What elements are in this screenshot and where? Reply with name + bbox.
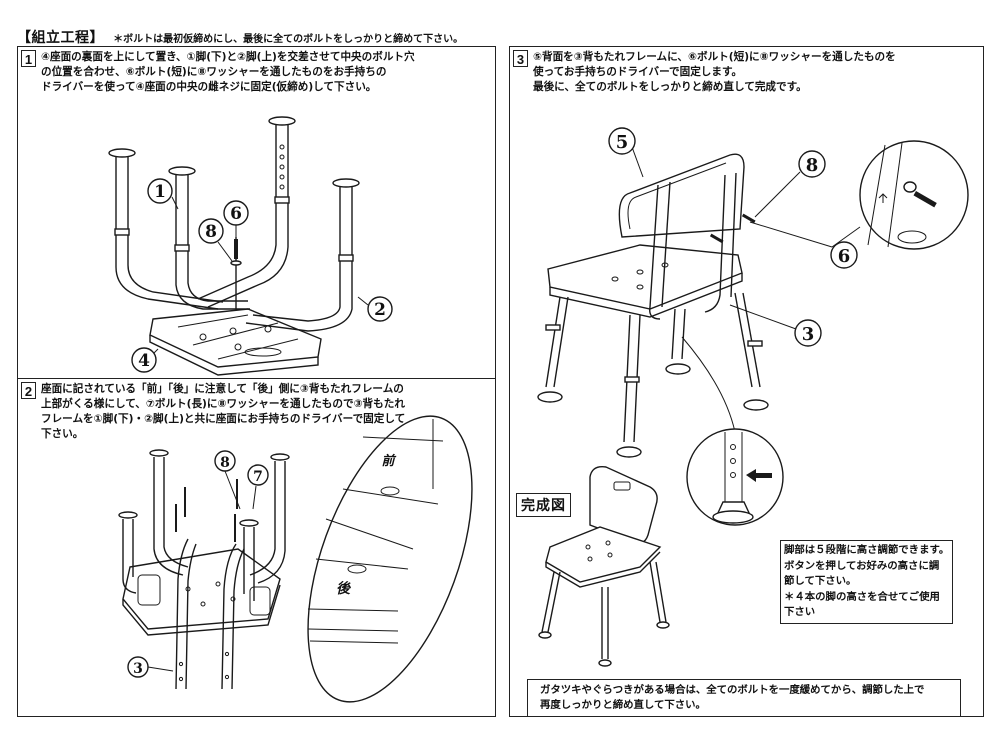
step-1-instructions: ④座面の裏面を上にして置き、①脚(下)と②脚(上)を交差させて中央のボルト穴 の… (41, 51, 415, 93)
callout-6: 6 (223, 200, 249, 237)
step-2-panel: 2 座面に記されている「前」「後」に注意して「後」側に③背もたれフレームの 上部… (17, 378, 496, 717)
callout-3: 3 (729, 304, 822, 347)
leg-height-detail-bubble (681, 336, 784, 526)
completed-chair-drawing (538, 466, 670, 667)
step-3-panel: 3 ⑤背面を③背もたれフレームに、⑥ボルト(短)に⑧ワッシャーを通したものを 使… (509, 46, 984, 717)
seat-underside (122, 548, 281, 636)
assembly-title: 【組立工程】 (17, 30, 104, 46)
callout-4: 4 (131, 347, 159, 373)
svg-text:6: 6 (230, 204, 242, 224)
seat-part-4 (149, 308, 322, 376)
front-label: 前 (381, 453, 396, 469)
legs-and-frame (118, 449, 290, 690)
step-2-number: 2 (21, 382, 36, 399)
callout-8: 8 (198, 218, 233, 262)
callout-8: 8 (214, 450, 241, 510)
svg-text:3: 3 (802, 324, 815, 345)
svg-text:7: 7 (253, 469, 263, 485)
callout-6: 6 (749, 221, 861, 269)
svg-text:5: 5 (616, 132, 629, 153)
step-2-instructions: 座面に記されている「前」「後」に注意して「後」側に③背もたれフレームの 上部がく… (41, 383, 406, 440)
step-1-panel: 1 ④座面の裏面を上にして置き、①脚(下)と②脚(上)を交差させて中央のボルト穴… (17, 46, 496, 379)
step-2-illustration: 前 後 8 7 3 (118, 415, 473, 703)
front-back-detail-bubble: 前 後 (307, 415, 473, 703)
svg-text:1: 1 (154, 182, 166, 202)
height-adjustment-note: 脚部は５段階に高さ調節できます。 ボタンを押してお好みの高さに調 節して下さい。… (780, 540, 954, 624)
svg-text:2: 2 (374, 300, 386, 320)
chair-assembly (537, 153, 769, 458)
svg-text:6: 6 (838, 246, 851, 267)
push-button-arrow-icon (746, 469, 772, 482)
callout-5: 5 (608, 127, 644, 178)
svg-text:8: 8 (220, 455, 230, 471)
step-1-illustration: 1 6 8 2 4 (108, 116, 393, 376)
assembly-header: 【組立工程】 ＊ボルトは最初仮締めにし、最後に全てのボルトをしっかりと締めて下さ… (17, 27, 463, 47)
step-3-illustration: 5 8 6 3 (537, 127, 969, 667)
long-bolts-7 (175, 479, 238, 542)
callout-3: 3 (127, 656, 174, 678)
callout-7: 7 (247, 464, 269, 510)
legs-parts-1-2 (108, 116, 360, 332)
step-3-instructions: ⑤背面を③背もたれフレームに、⑥ボルト(短)に⑧ワッシャーを通したものを 使って… (533, 51, 896, 93)
svg-text:4: 4 (138, 351, 150, 371)
step-1-number: 1 (21, 50, 36, 67)
callout-1: 1 (147, 178, 179, 210)
bolt-washer-6-8 (230, 237, 242, 309)
step-3-number: 3 (513, 50, 528, 67)
completed-diagram-label: 完成図 (516, 493, 571, 517)
svg-text:8: 8 (806, 155, 819, 176)
callout-8: 8 (754, 150, 826, 218)
wobble-troubleshooting-note: ガタツキやぐらつきがある場合は、全てのボルトを一度緩めてから、調節した上で 再度… (527, 679, 961, 717)
assembly-general-note: ＊ボルトは最初仮締めにし、最後に全てのボルトをしっかりと締めて下さい。 (113, 34, 464, 45)
back-label: 後 (336, 580, 352, 597)
bolt-detail-bubble (859, 140, 969, 250)
svg-text:3: 3 (133, 661, 143, 677)
callout-2: 2 (357, 296, 393, 322)
svg-text:8: 8 (205, 222, 217, 242)
